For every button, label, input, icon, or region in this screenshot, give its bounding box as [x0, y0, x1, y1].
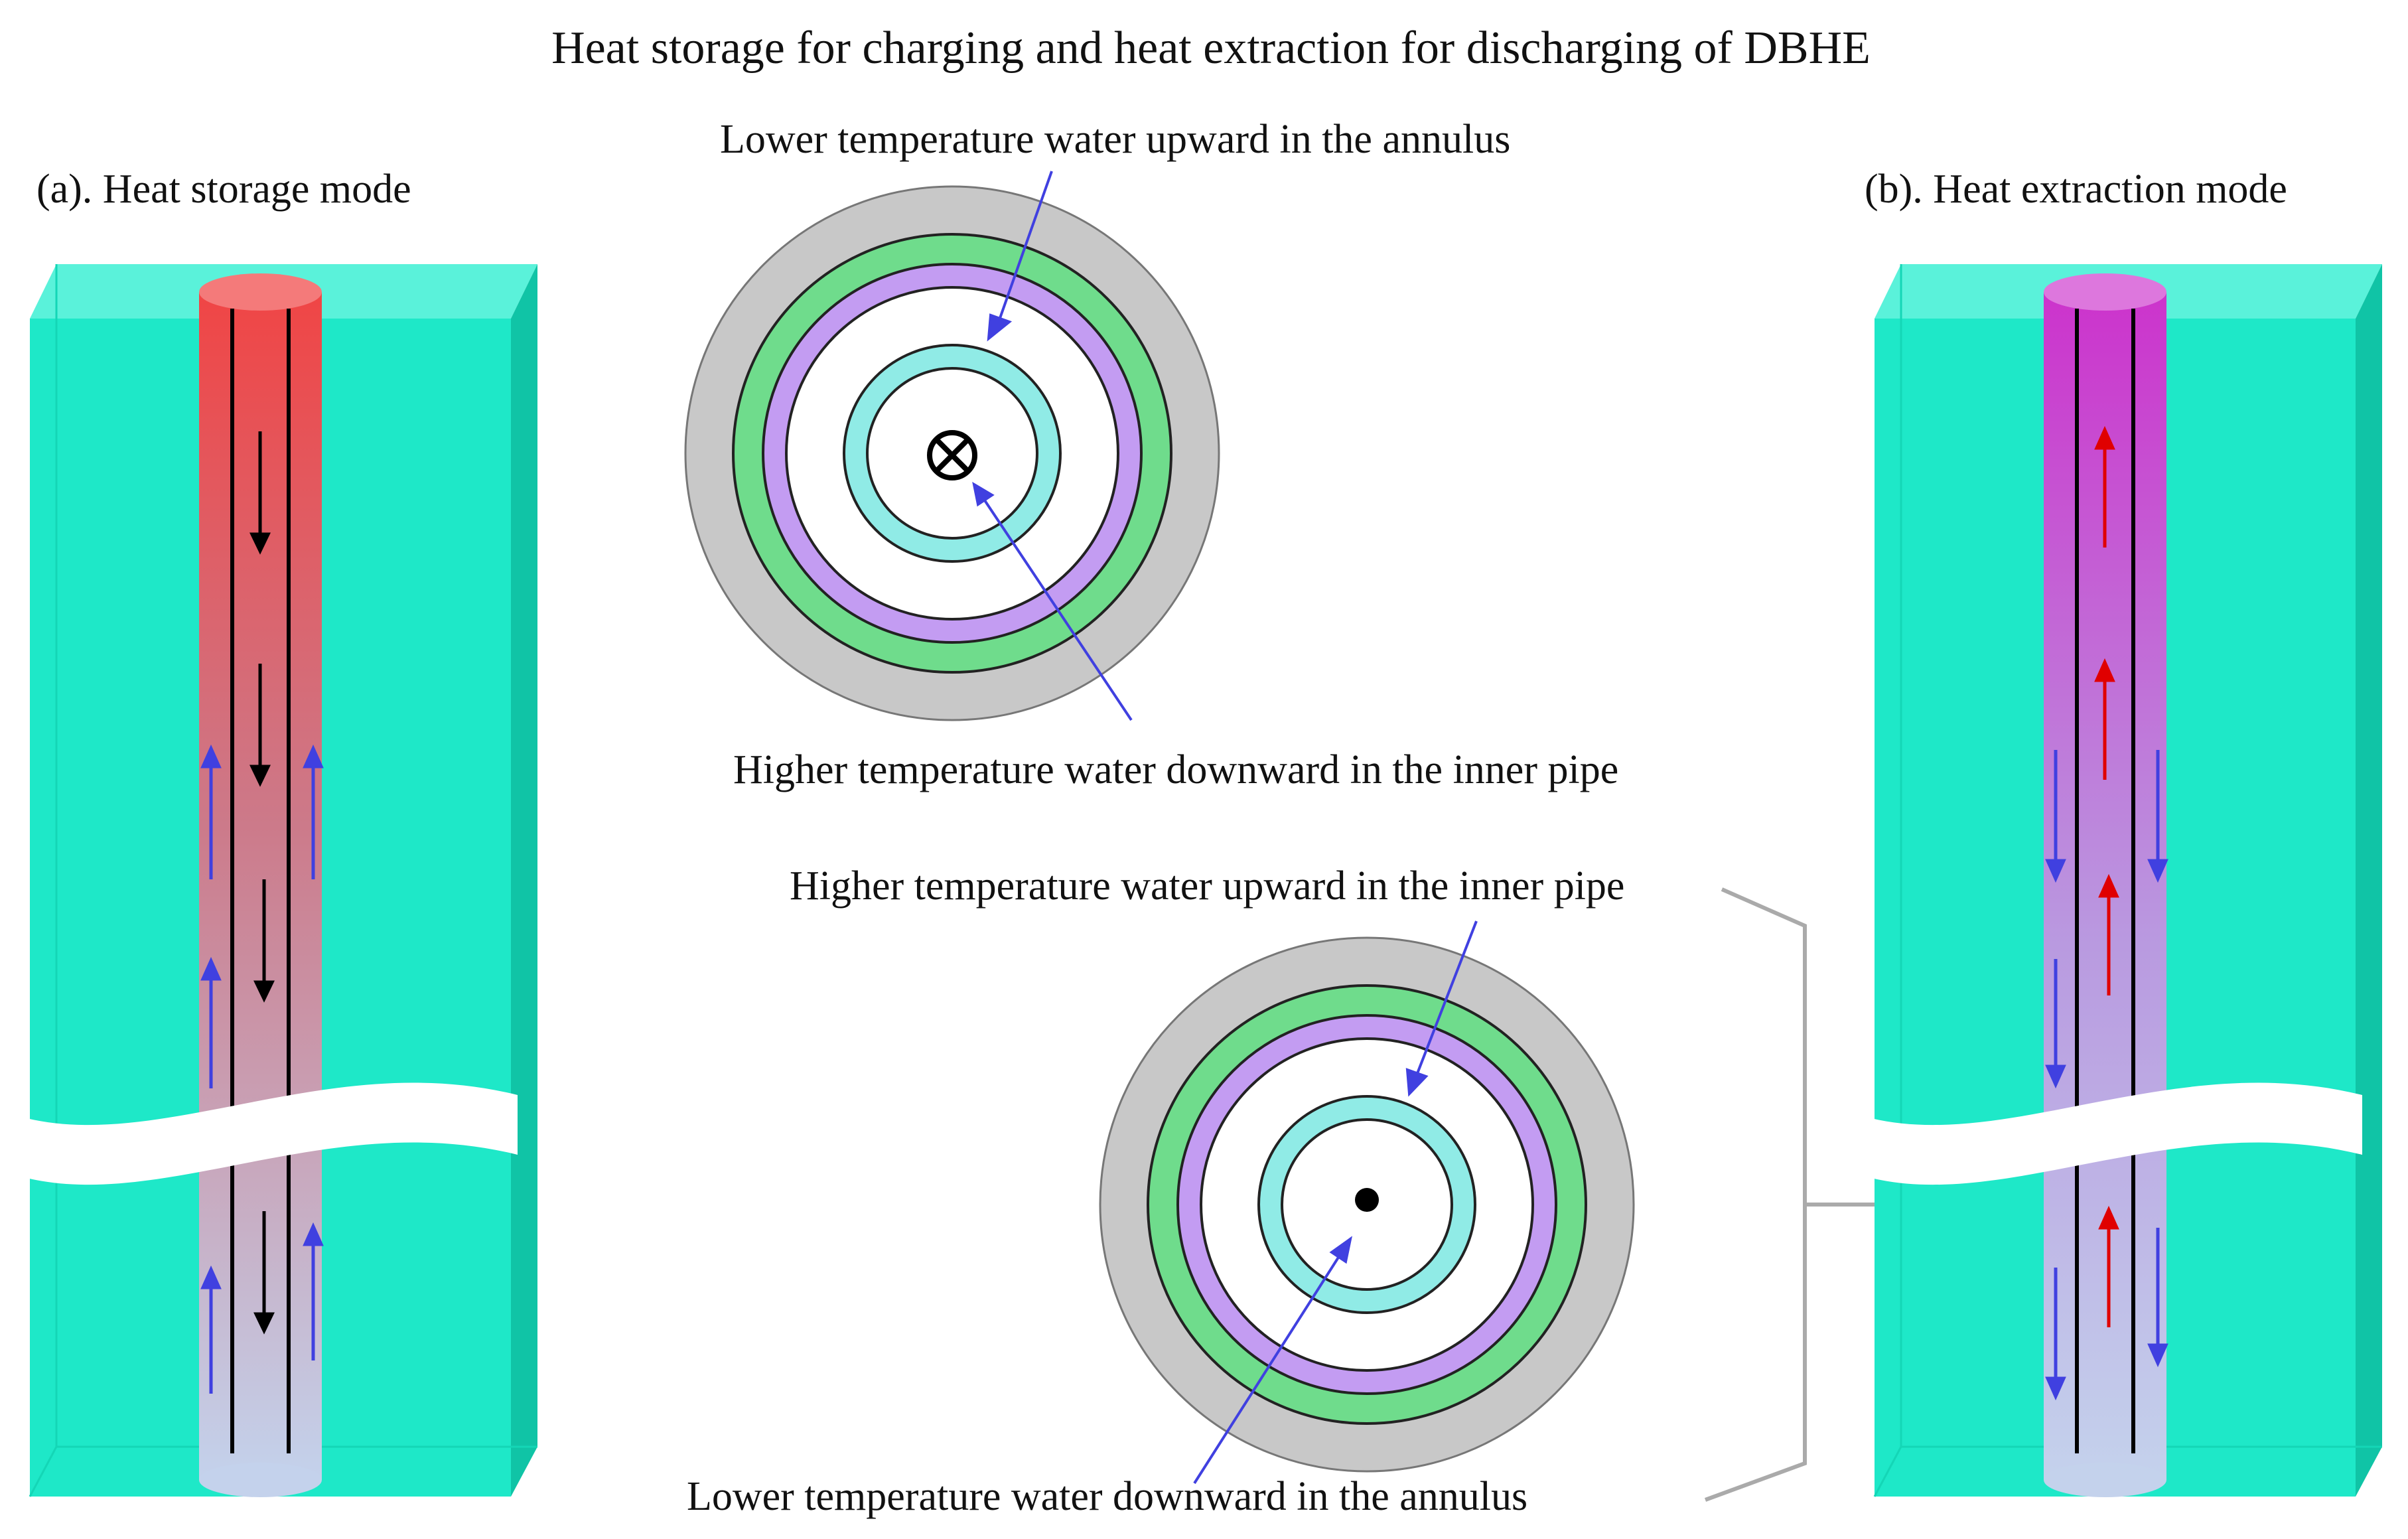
- flow-out-of-page-icon: [1355, 1188, 1379, 1212]
- break-band-a: [27, 1082, 518, 1185]
- pipe-top-b: [2044, 273, 2166, 311]
- ground-side-face-b: [2356, 264, 2382, 1497]
- pipe-bottom-a: [199, 1463, 322, 1497]
- panel-a-heat-storage: (a). Heat storage mode: [27, 167, 537, 1497]
- pointer-arrow: [972, 171, 1133, 721]
- pipe-bottom-b: [2044, 1463, 2166, 1497]
- panel-a-label: (a). Heat storage mode: [36, 167, 411, 212]
- ground-side-face-a: [511, 264, 537, 1497]
- pointer-arrow: [1193, 920, 1478, 1485]
- cross-section-extraction: Higher temperature water upward in the i…: [687, 863, 1875, 1519]
- up-arrow-blue: [200, 744, 324, 1394]
- connector-bracket: [1704, 887, 1807, 1502]
- panel-b-heat-extraction: (b). Heat extraction mode: [1865, 167, 2382, 1497]
- panel-b-label: (b). Heat extraction mode: [1865, 167, 2287, 212]
- down-arrow-blue: [2045, 750, 2168, 1401]
- up-arrow-red: [2094, 425, 2119, 1327]
- cross-section-storage: Lower temperature water upward in the an…: [684, 117, 1618, 792]
- down-arrow-black: [249, 431, 275, 1335]
- flow-into-page-icon: [927, 430, 977, 480]
- inner-pipe-downward-label: Higher temperature water downward in the…: [733, 747, 1618, 792]
- break-band-b: [1871, 1082, 2362, 1185]
- inner-pipe-upward-label: Higher temperature water upward in the i…: [790, 863, 1624, 909]
- diagram-title: Heat storage for charging and heat extra…: [551, 23, 1871, 74]
- annulus-downward-label: Lower temperature water downward in the …: [687, 1474, 1527, 1519]
- pipe-top-a: [199, 273, 322, 311]
- annulus-upward-label: Lower temperature water upward in the an…: [720, 117, 1510, 162]
